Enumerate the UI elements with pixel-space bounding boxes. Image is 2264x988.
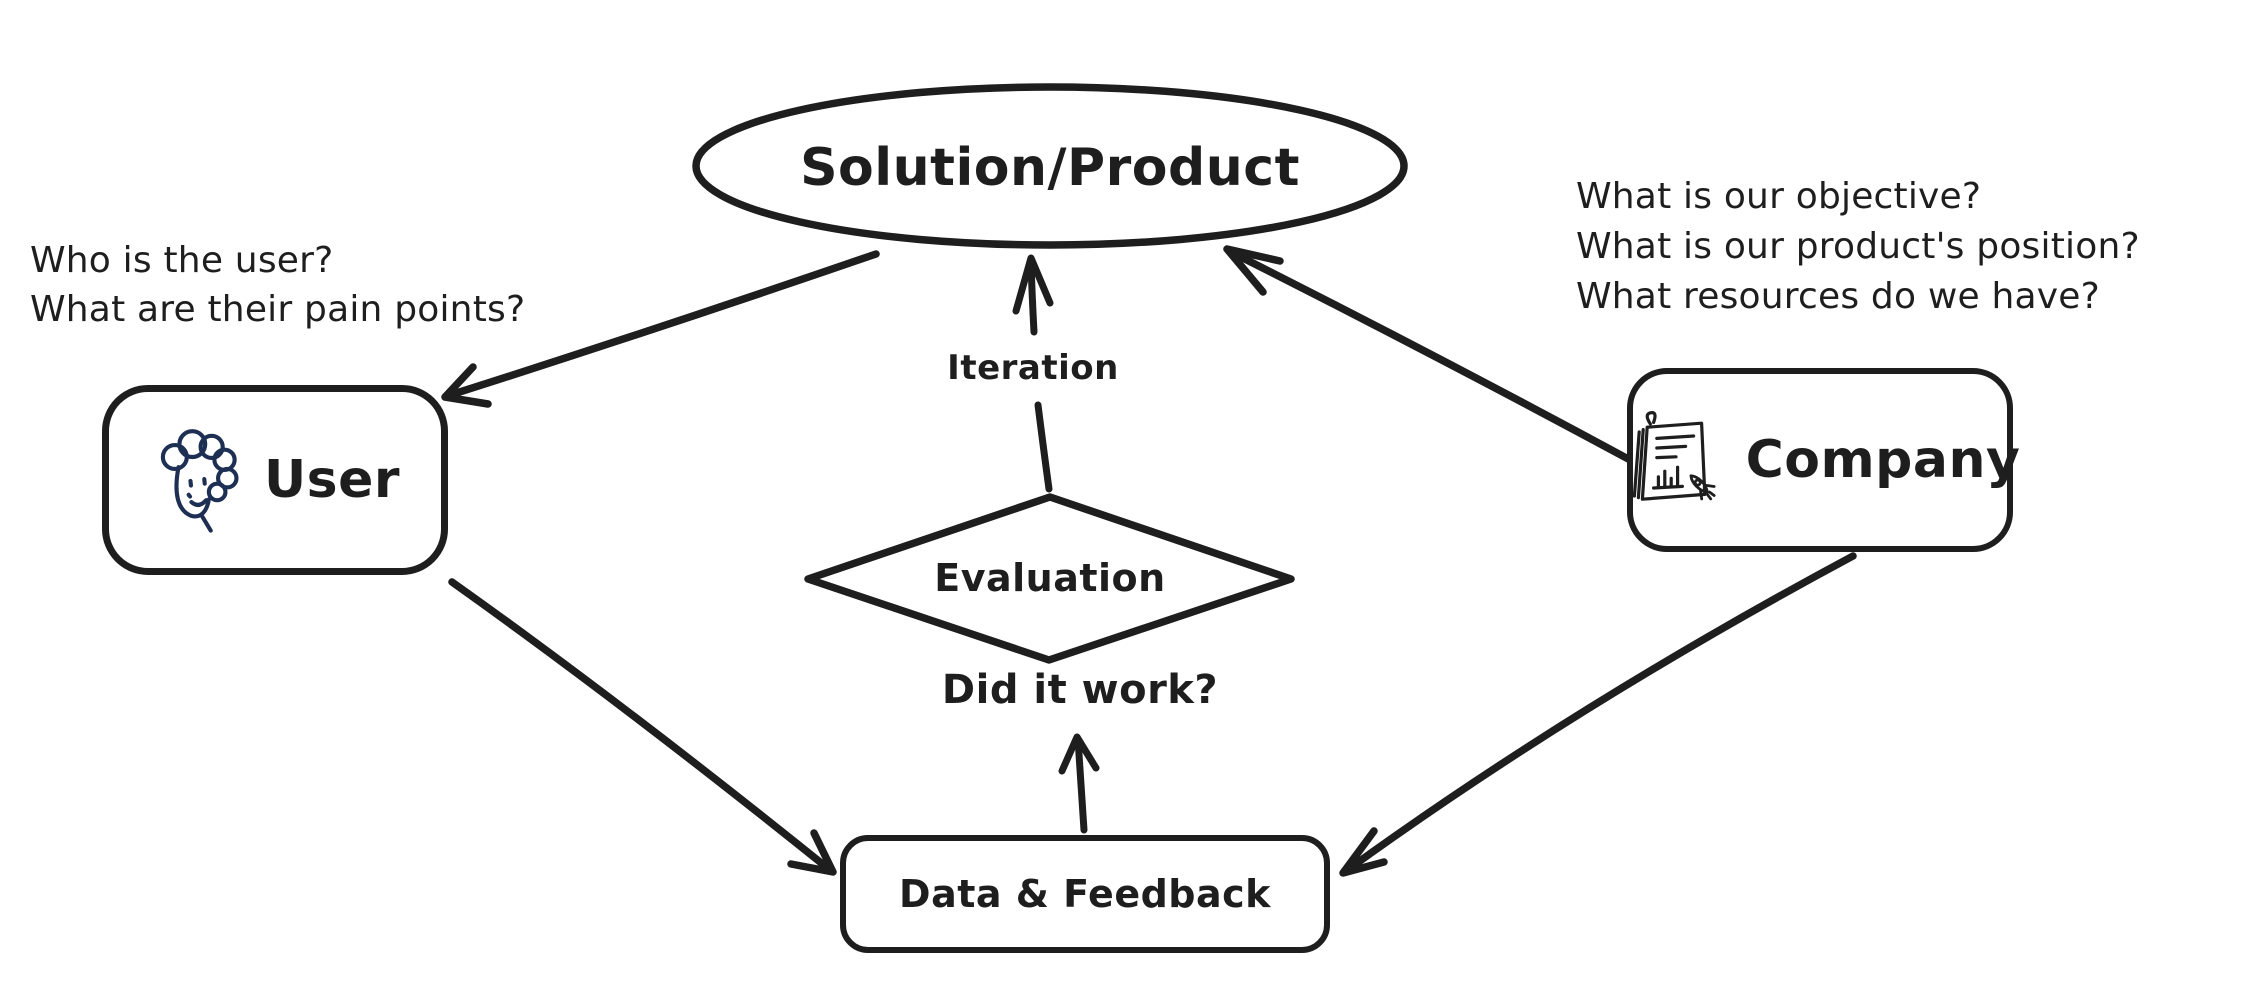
solution-product-label[interactable]: Solution/Product — [800, 138, 1300, 198]
company-question-line-1: What is our objective? — [1576, 176, 1982, 217]
user-question-line-1: Who is the user? — [30, 240, 334, 281]
company-questions-text[interactable]: What is our objective? What is our produ… — [1576, 172, 2140, 322]
company-question-line-3: What resources do we have? — [1576, 276, 2100, 317]
node-company[interactable]: Company — [1627, 368, 2020, 552]
arrow-data-to-evaluation[interactable] — [1058, 733, 1100, 834]
person-curly-hair-icon — [160, 429, 239, 533]
company-question-line-2: What is our product's position? — [1576, 226, 2140, 267]
data-feedback-label: Data & Feedback — [899, 872, 1271, 916]
evaluation-label: Evaluation — [934, 556, 1166, 600]
document-chart-rocket-icon — [1632, 411, 1716, 501]
user-questions-text[interactable]: Who is the user? What are their pain poi… — [30, 236, 525, 334]
node-user[interactable]: User — [102, 385, 448, 575]
iteration-label[interactable]: Iteration — [947, 348, 1119, 388]
node-data-feedback[interactable]: Data & Feedback — [840, 835, 1330, 953]
user-label: User — [263, 450, 401, 510]
user-question-line-2: What are their pain points? — [30, 289, 526, 330]
arrow-company-to-solution[interactable] — [1223, 245, 1636, 465]
company-label: Company — [1745, 430, 2021, 490]
arrow-company-to-data[interactable] — [1339, 552, 1857, 877]
did-it-work-label[interactable]: Did it work? — [941, 667, 1219, 713]
arrow-user-to-data[interactable] — [448, 578, 837, 876]
